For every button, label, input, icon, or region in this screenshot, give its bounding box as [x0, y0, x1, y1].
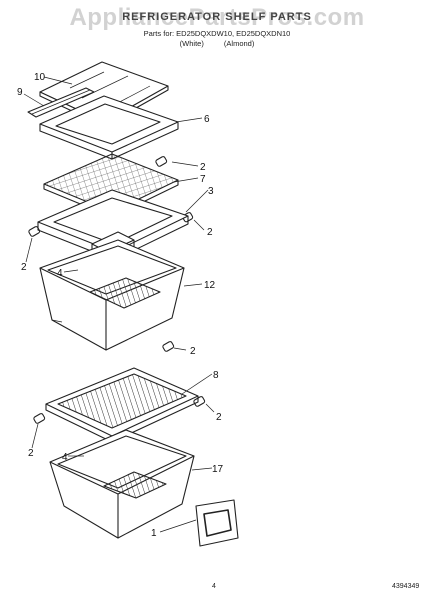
callout-17: 17 — [212, 464, 224, 475]
callout-2c: 2 — [21, 262, 27, 273]
color-variants: (White) (Almond) — [179, 39, 255, 48]
watermark: AppliancePartsPros.com — [69, 4, 365, 31]
callout-1: 1 — [151, 528, 157, 539]
callout-8: 8 — [213, 370, 219, 381]
callout-2a: 2 — [200, 162, 206, 173]
callout-leader-lines — [23, 76, 215, 533]
drawer-label-part — [195, 499, 239, 547]
callout-2e: 2 — [216, 412, 222, 423]
callout-4b: 4 — [62, 452, 68, 463]
diagram-title: REFRIGERATOR SHELF PARTS — [122, 11, 312, 23]
callout-2b: 2 — [207, 227, 213, 238]
shelf-front-trim-part — [27, 87, 95, 118]
callout-labels: 10 9 6 2 7 3 2 2 4 12 2 8 2 2 4 17 1 — [17, 72, 224, 539]
lower-crisper-drawer-part — [49, 429, 195, 539]
callout-2d: 2 — [190, 346, 196, 357]
model-numbers: Parts for: ED25DQXDW10, ED25DQXDN10 — [143, 29, 291, 38]
callout-12: 12 — [204, 280, 216, 291]
callout-3: 3 — [208, 186, 214, 197]
crisper-drawer-part — [39, 239, 185, 351]
page-number: 4 — [212, 583, 216, 590]
lower-crisper-cover-part — [45, 367, 199, 443]
callout-9: 9 — [17, 87, 23, 98]
document-number: 4394349 — [392, 583, 420, 590]
callout-6: 6 — [204, 114, 210, 125]
callout-10: 10 — [34, 72, 46, 83]
callout-4a: 4 — [57, 268, 63, 279]
callout-7: 7 — [200, 174, 206, 185]
callout-2f: 2 — [28, 448, 34, 459]
